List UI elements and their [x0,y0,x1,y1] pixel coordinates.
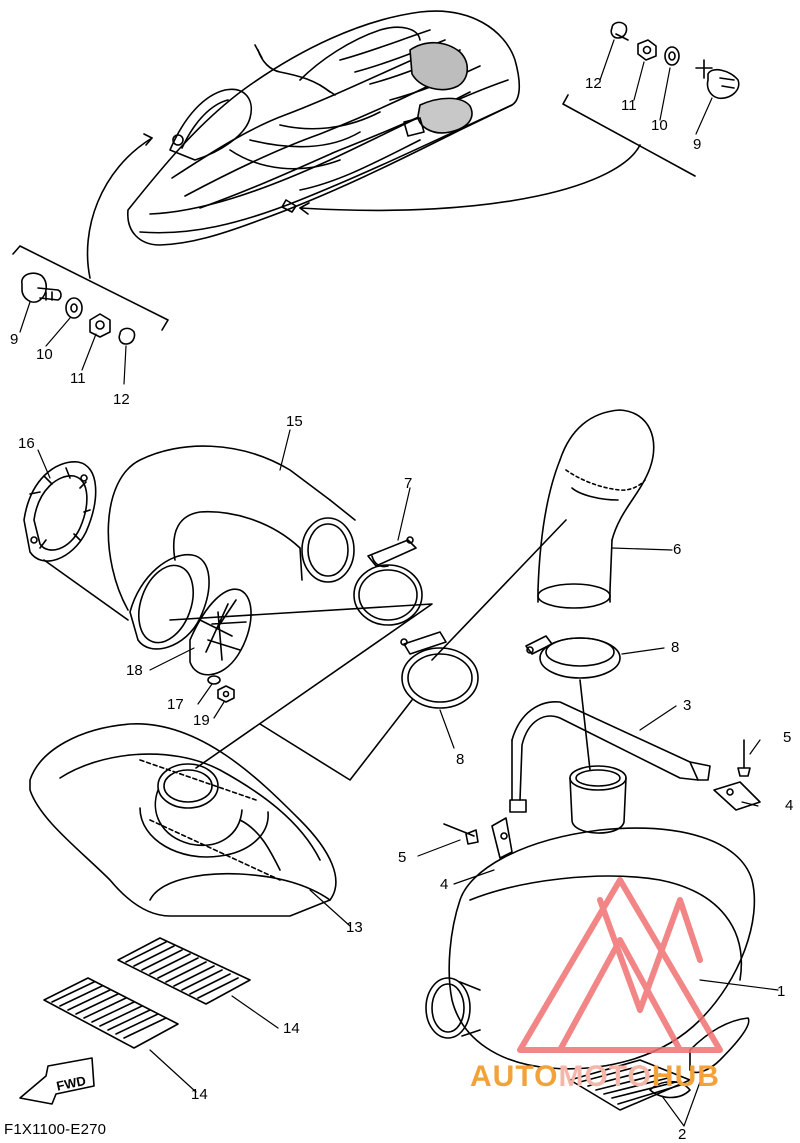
callout-5: 5 [783,729,792,746]
muffler-1 [425,765,756,1070]
watercraft-illustration [127,10,521,246]
callout-3: 3 [683,697,692,714]
callout-4: 4 [440,876,449,893]
fwd-label: FWD [55,1073,87,1094]
exhaust-pipe-6 [537,409,655,609]
watermark-logo [517,877,723,1053]
callout-11: 11 [621,97,637,114]
callout-9: 9 [693,136,702,153]
callout-1: 1 [777,983,786,1000]
callout-7: 7 [404,475,413,492]
callout-8: 8 [456,751,465,768]
callout-6: 6 [673,541,682,558]
callout-5: 5 [398,849,407,866]
strap-3 [509,701,711,813]
callout-9: 9 [10,331,19,348]
fitting-detail-right [562,21,740,177]
callout-19: 19 [193,712,210,729]
exhaust-hose [23,445,356,703]
callout-12: 12 [113,391,130,408]
callout-leaders [19,39,779,1127]
clamp-7 [353,536,423,626]
callout-14: 14 [283,1020,300,1037]
callout-4: 4 [785,797,794,814]
callout-8: 8 [671,639,680,656]
waterbox-13 [29,723,337,917]
callout-13: 13 [346,919,363,936]
clamp-8-right [525,635,621,679]
callout-10: 10 [651,117,668,134]
callout-16: 16 [18,435,35,452]
assembly-connection-lines [169,519,591,781]
callout-10: 10 [36,346,53,363]
callout-12: 12 [585,75,602,92]
rivet-bracket-right [713,739,761,811]
diagram-code: F1X1100-E270 [4,1121,107,1138]
clamp-8-middle [400,631,479,709]
rubber-pads-2 [569,1017,750,1111]
callout-11: 11 [70,370,86,387]
watermark-text: AUTOMOTOHUB [470,1062,720,1092]
callout-17: 17 [167,696,184,713]
callout-18: 18 [126,662,143,679]
watermark-part-1: AUTO [470,1060,559,1093]
fwd-arrow-icon: FWD [19,1057,95,1105]
fitting-detail-left [12,245,169,345]
callout-15: 15 [286,413,303,430]
callout-2: 2 [678,1126,687,1143]
leader-arrows [86,133,641,279]
rubber-pads-14 [43,937,251,1049]
callout-14: 14 [191,1086,208,1103]
watermark-part-3: HUB [651,1060,720,1093]
watermark-part-2: MOTO [558,1060,652,1093]
rivet-bracket-left [443,817,513,859]
